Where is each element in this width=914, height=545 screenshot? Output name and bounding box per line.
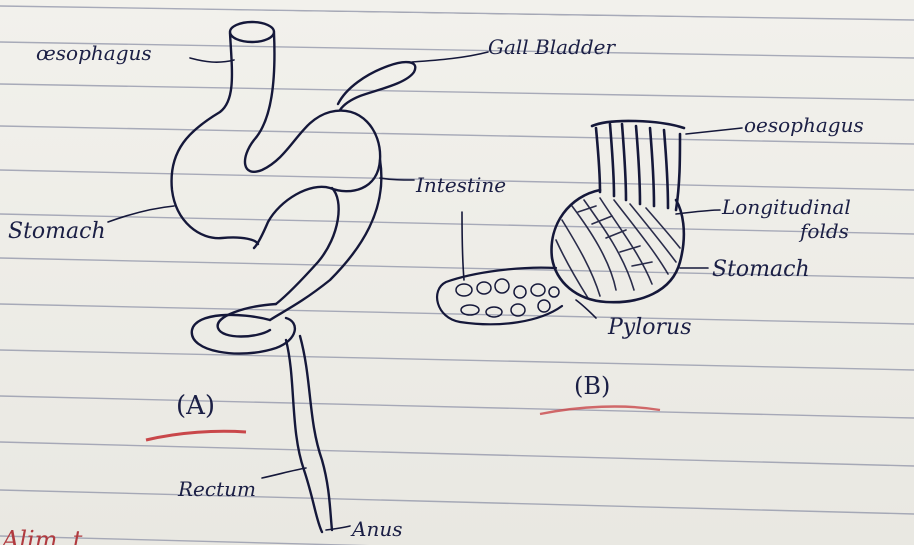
label-oesophagus-a: œsophagus: [36, 41, 152, 65]
pointer-rectum: [262, 468, 306, 478]
caption-b: (B): [574, 372, 610, 400]
label-rectum: Rectum: [177, 477, 256, 501]
pointer-stomach: [108, 206, 174, 222]
oesophagus-opening: [230, 22, 274, 42]
label-intestine: Intestine: [415, 173, 506, 197]
pointer-oesophagus: [190, 58, 234, 62]
caption-a-underline: [146, 431, 246, 440]
label-longitudinal: Longitudinal: [721, 195, 851, 219]
pointer-folds: [676, 210, 720, 214]
label-stomach-b: Stomach: [712, 257, 810, 282]
oesophagus-tubes: [592, 121, 684, 210]
rectum-right-wall: [300, 336, 332, 530]
pointer-intestine-b: [462, 212, 464, 280]
pointer-gall-bladder: [412, 52, 488, 62]
label-oesophagus-b: oesophagus: [744, 113, 864, 137]
label-folds: folds: [798, 219, 849, 243]
margin-heading: Alim..t: [0, 526, 83, 545]
stomach-inner-wall: [245, 33, 380, 248]
pointer-pylorus: [576, 300, 596, 318]
intestine-loop-outer: [192, 315, 295, 354]
figure-a-pointers: [108, 52, 488, 530]
pointer-oesophagus-b: [686, 128, 742, 134]
stomach-outer-wall: [172, 33, 258, 244]
gall-bladder: [338, 62, 415, 110]
label-stomach-a: Stomach: [8, 219, 106, 244]
longitudinal-folds: [556, 198, 680, 298]
pointer-anus: [326, 526, 350, 530]
intestine-villi: [456, 279, 559, 317]
label-pylorus: Pylorus: [607, 315, 692, 340]
figure-a-alimentary-canal: [172, 22, 416, 532]
figure-b-stomach-section: [437, 121, 684, 324]
label-anus: Anus: [350, 517, 402, 541]
caption-a: (A): [176, 391, 215, 421]
figure-b-pointers: [462, 128, 742, 318]
intestine-inner-wall: [276, 188, 339, 304]
label-gall-bladder: Gall Bladder: [488, 35, 617, 59]
